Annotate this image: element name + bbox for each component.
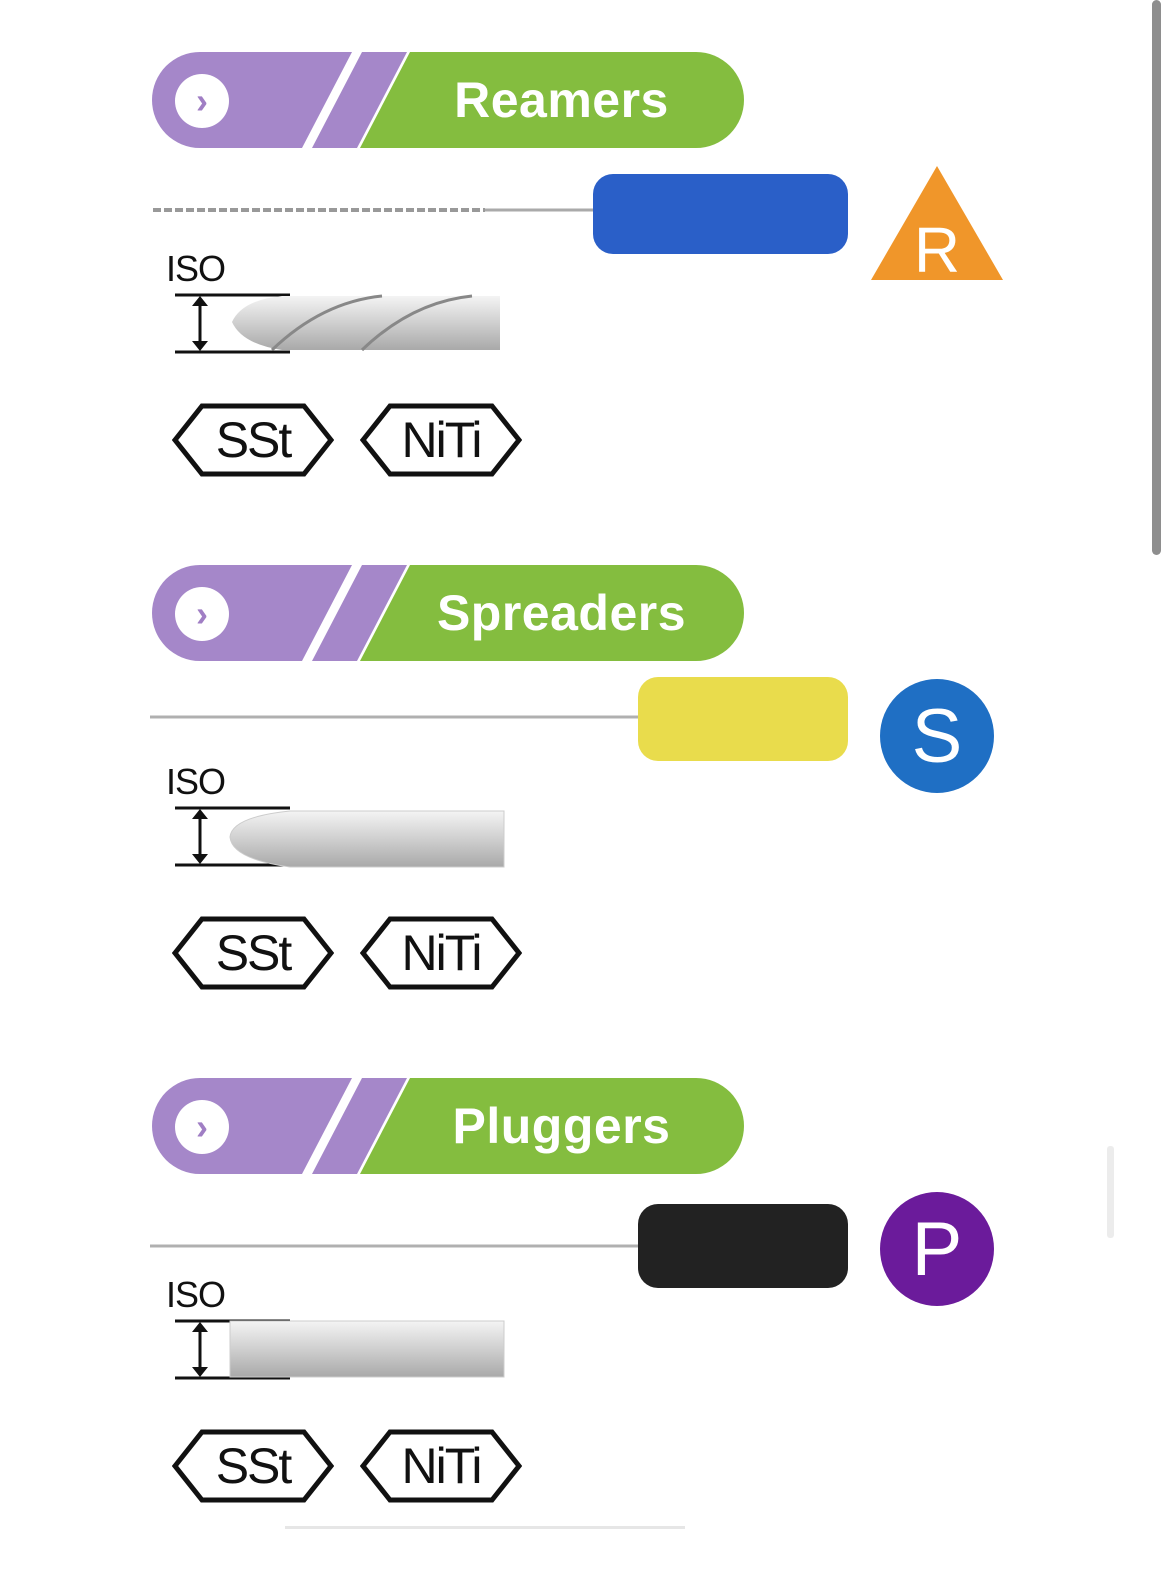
chevron-right-icon[interactable]: › xyxy=(175,74,229,128)
material-badge-niti: NiTi xyxy=(359,915,523,991)
material-label: NiTi xyxy=(401,1438,482,1494)
badge-letter: P xyxy=(912,1207,963,1292)
type-badge: P xyxy=(880,1192,994,1306)
material-badge-sst: SSt xyxy=(171,915,335,991)
section-banner xyxy=(152,1078,744,1174)
type-badge: S xyxy=(880,679,994,793)
badge-letter: S xyxy=(912,694,963,779)
tip-diagram xyxy=(175,293,500,354)
material-label: NiTi xyxy=(401,412,482,468)
iso-label: ISO xyxy=(166,248,226,289)
product-section-reamers: › Reamers R ISO SSt NiTi xyxy=(0,52,1100,532)
chevron-right-icon[interactable]: › xyxy=(175,1100,229,1154)
material-badge-sst: SSt xyxy=(171,1428,335,1504)
section-title: Reamers xyxy=(454,72,669,128)
material-label: SSt xyxy=(215,412,293,468)
material-badge-niti: NiTi xyxy=(359,1428,523,1504)
type-badge: R xyxy=(871,166,1003,282)
iso-label: ISO xyxy=(166,761,226,802)
instrument-image xyxy=(150,677,848,761)
instrument-image xyxy=(150,1204,848,1288)
instrument-handle xyxy=(593,174,848,254)
material-label: SSt xyxy=(215,925,293,981)
instrument-handle xyxy=(638,1204,848,1288)
chevron-right-icon[interactable]: › xyxy=(175,587,229,641)
instrument-handle xyxy=(638,677,848,761)
scrollbar[interactable] xyxy=(1152,0,1161,555)
material-badge-sst: SSt xyxy=(171,402,335,478)
badge-letter: R xyxy=(914,214,960,282)
product-section-spreaders: › Spreaders S ISO SSt NiTi xyxy=(0,565,1100,1045)
tip-diagram xyxy=(175,806,505,868)
material-label: SSt xyxy=(215,1438,293,1494)
material-label: NiTi xyxy=(401,925,482,981)
material-badge-niti: NiTi xyxy=(359,402,523,478)
product-section-pluggers: › Pluggers P ISO SSt NiTi xyxy=(0,1078,1100,1558)
iso-label: ISO xyxy=(166,1274,226,1315)
instrument-image xyxy=(153,174,848,254)
scroll-indicator xyxy=(1107,1146,1114,1238)
section-title: Pluggers xyxy=(452,1098,671,1154)
section-title: Spreaders xyxy=(436,585,687,641)
divider xyxy=(285,1526,685,1529)
tip-diagram xyxy=(175,1319,505,1380)
